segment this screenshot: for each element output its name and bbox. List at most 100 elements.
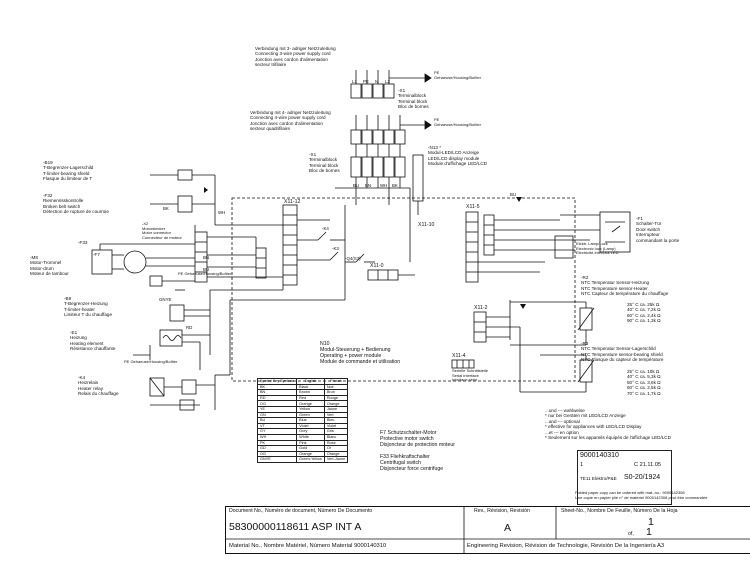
connector-x11-0	[367, 269, 399, 281]
n10-module-label: N10 Modul-Steuerung + Bedienung Operatin…	[320, 341, 401, 365]
f33-note: F33 Fliehkraftschalter Centrifugal switc…	[380, 454, 444, 472]
legend-symbol: GD	[256, 445, 298, 452]
t-limiter-b9	[169, 285, 284, 355]
terminal-label-n: N	[375, 79, 379, 84]
four-wire-note: Verbindung mit 4- adriger Netzzuleitung …	[250, 110, 331, 132]
legend-symbol: OG	[256, 400, 298, 407]
legend-header-symbol: Symbol Key Symbole	[256, 378, 298, 385]
x11-2-label: X11-2	[474, 305, 488, 311]
code-sheet: S0-20/1924	[624, 474, 661, 481]
legend-symbol: WH	[256, 433, 298, 441]
title-block-grid	[226, 507, 750, 553]
terminal-block-lower	[350, 115, 432, 157]
sheet-caption: Sheet-No., Nombre De Feuille, Número De …	[561, 508, 678, 514]
legend-french: Orange	[323, 450, 349, 458]
f32-label: -F32 Riemenrisskontrolle Broken belt swi…	[43, 193, 109, 215]
r2-sensor-label: -R2 NTC Temperatur Sensor-Heizung NTC Te…	[581, 275, 669, 297]
connector-x11-5	[465, 211, 495, 283]
k4-label: -K4 Heizrelais Heater relay Relais du ch…	[78, 375, 119, 397]
folded-copy-note: Folded paper copy can be ordered with ma…	[575, 490, 708, 500]
m8-label: -M8 Motor-Trommel Motor-drum Moteur de t…	[30, 255, 69, 277]
relay-contacts	[297, 205, 411, 300]
doc-number: 58300000118611 ASP INT A	[229, 521, 362, 533]
wire-mark-bu-right: BU	[510, 192, 517, 197]
legend-english: Green-Yellow	[296, 456, 325, 463]
wire-code-gnye: GNYE	[159, 297, 172, 302]
f7-label: -F7	[93, 252, 100, 257]
door-lock-element	[554, 235, 574, 259]
wire-code-rd: RD	[186, 325, 193, 330]
title-block: Document No., Numéro de document, Número…	[225, 506, 750, 554]
legend-french: Vert-Jaune	[323, 456, 349, 463]
legend-french: Blanc	[323, 433, 349, 441]
legend-symbol: BN	[256, 389, 298, 396]
wire-code-wh: WH	[218, 210, 226, 215]
belt-switch-f32	[150, 175, 283, 226]
legend-french: Rose	[323, 439, 349, 447]
legend-symbol: BU	[256, 417, 298, 424]
heating-element-e1	[133, 329, 210, 370]
legend-symbol: OG	[256, 450, 298, 458]
x11-5-label: X11-5	[466, 204, 480, 210]
legend-french: Violet	[323, 422, 349, 430]
legend-symbol: YE	[256, 406, 298, 413]
relay-k3-label: -K3	[332, 246, 339, 251]
drawing-code-box: 9000140310 1 C 21.11.05 TE11 Elektro/P&E…	[577, 450, 672, 505]
legend-symbol: PK	[256, 439, 298, 447]
sheet-number: 1	[648, 516, 654, 528]
connector-x11-12	[282, 204, 298, 286]
x11-0-label: X11-0	[370, 263, 384, 269]
legend-french: Jaune	[323, 406, 349, 413]
r3-sensor-label: -R3 NTC Temperatur Sensor-Lagerschild NT…	[581, 341, 664, 363]
code-department: TE11 Elektro/P&E	[580, 476, 617, 481]
legend-symbol: RD	[256, 394, 298, 402]
f1-door-switch-label: -F1 Schalter-Tür Door switch Interrupteu…	[636, 216, 680, 243]
wire-code-bu: BU	[203, 267, 210, 272]
of-caption: of,	[628, 531, 634, 537]
legend-french: Noir	[323, 383, 349, 391]
arrow-icon	[204, 187, 208, 193]
revision: A	[504, 522, 512, 534]
code-date: C 21.11.05	[634, 462, 661, 468]
legend-french: Gris	[323, 428, 349, 435]
n10-module-border	[231, 197, 576, 382]
legend-french: Bleu	[323, 417, 349, 424]
code-doc-number: 9000140310	[580, 452, 619, 459]
x2-connector-label: -X2 Motorstecker Motor connector Connect…	[142, 221, 182, 240]
three-wire-note: Verbindung mit 3- adriger Netzzuleitung …	[255, 46, 336, 68]
n13-display-module	[412, 154, 424, 202]
terminal-label-l1: L1	[352, 79, 357, 84]
f7-note: F7 Schutzschalter-Motor Protective motor…	[380, 430, 455, 448]
pe-housing-lower: PE Gehaeuse/Housing/Boîtier	[434, 117, 481, 127]
legend-french: Rouge	[323, 394, 349, 402]
r2-resistance-values: 25° C ca. 25k Ω 40° C ca. 7,2k Ω 60° C c…	[627, 302, 661, 324]
of-number: 1	[646, 526, 652, 538]
x1-terminal-upper: -X1 Terminalblock Terminal block Bloc de…	[398, 88, 429, 110]
legend-symbol: GY	[256, 428, 298, 435]
pe-housing-upper: PE Gehaeuse/Housing/Boîtier	[434, 70, 481, 80]
n13-display-label: -N13 * Modul-LED/LCD Anzeige LED/LCD dis…	[428, 145, 488, 167]
legend-french: Vert	[323, 411, 349, 419]
terminal-block-upper	[350, 70, 432, 99]
motor-housing-pe: PE Gehaeuse/Housing/Boîtier	[178, 271, 232, 276]
terminal-label-pe: PE	[363, 79, 369, 84]
heater-housing-pe: PE Gehaeuse/Housing/Boîtier	[124, 359, 178, 364]
revision-caption: Rev., Révision, Revisión	[474, 508, 530, 514]
wire-mark-bk: BK	[392, 183, 398, 188]
connector-x2-inner	[255, 247, 267, 279]
connector-x11-2	[473, 311, 520, 343]
ground-arrow-icon	[516, 197, 522, 202]
doc-number-caption: Document No., Numéro de document, Número…	[229, 508, 373, 514]
x11-12-label: X11-12	[284, 199, 301, 205]
